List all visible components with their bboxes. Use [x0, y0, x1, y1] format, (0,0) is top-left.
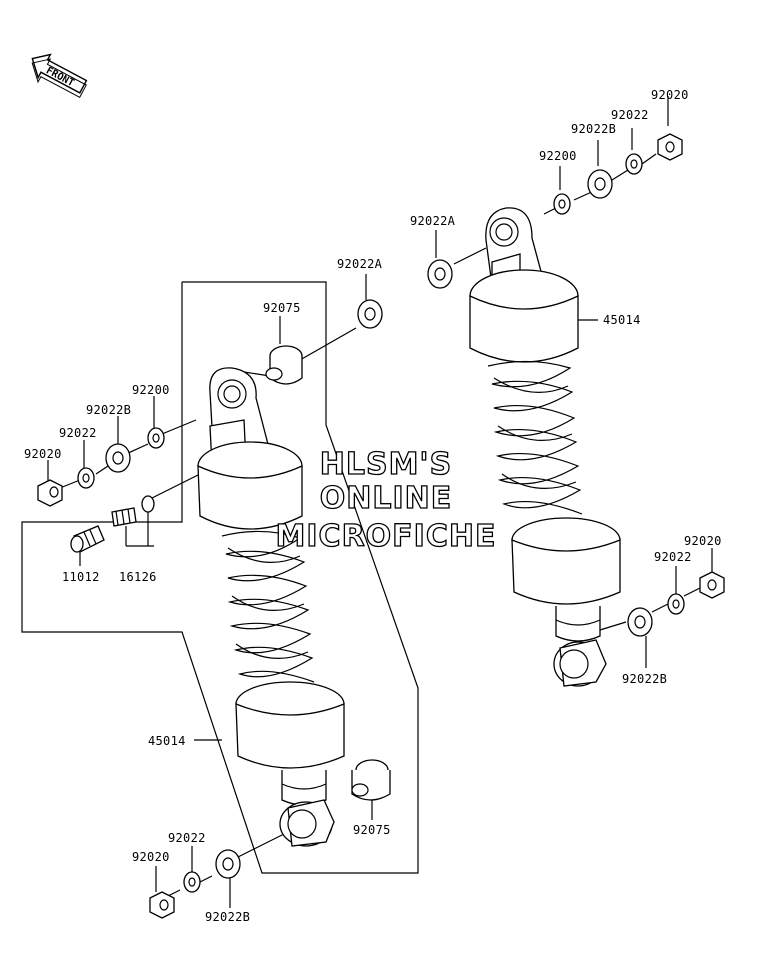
part-label: 92022B — [622, 672, 667, 686]
watermark-line3: MICROFICHE — [276, 519, 497, 554]
part-label: 92022 — [654, 550, 692, 564]
watermark: HLSM'S ONLINE MICROFICHE — [275, 446, 497, 554]
part-label: 92022B — [205, 910, 250, 924]
part-label: 92022 — [168, 831, 206, 845]
left-top-hardware — [37, 299, 383, 553]
part-labels: 92020 92022 92022B 92200 92022A 45014 92… — [24, 88, 722, 924]
part-label: 92020 — [651, 88, 689, 102]
front-arrow-icon: FRONT — [31, 53, 88, 99]
part-label: 45014 — [148, 734, 186, 748]
left-shock-absorber — [197, 367, 345, 847]
part-label: 92022 — [611, 108, 649, 122]
part-label: 92075 — [263, 301, 301, 315]
right-shock-absorber — [469, 207, 621, 687]
left-bottom-hardware — [149, 759, 391, 919]
watermark-line1: HLSM'S — [320, 447, 452, 482]
part-label: 92020 — [132, 850, 170, 864]
part-label: 45014 — [603, 313, 641, 327]
leader-lines — [47, 96, 713, 908]
part-label: 92020 — [684, 534, 722, 548]
part-label: 92200 — [132, 383, 170, 397]
part-label: 92022 — [59, 426, 97, 440]
part-label: 11012 — [62, 570, 100, 584]
part-label: 92022B — [86, 403, 131, 417]
part-label: 92022A — [410, 214, 456, 228]
part-label: 92020 — [24, 447, 62, 461]
right-top-hardware — [427, 133, 683, 289]
part-label: 16126 — [119, 570, 157, 584]
part-label: 92022A — [337, 257, 383, 271]
part-label: 92075 — [353, 823, 391, 837]
watermark-line2: ONLINE — [320, 481, 453, 516]
left-group-outline — [21, 281, 419, 874]
part-label: 92022B — [571, 122, 616, 136]
right-bottom-hardware — [627, 571, 725, 637]
part-label: 92200 — [539, 149, 577, 163]
